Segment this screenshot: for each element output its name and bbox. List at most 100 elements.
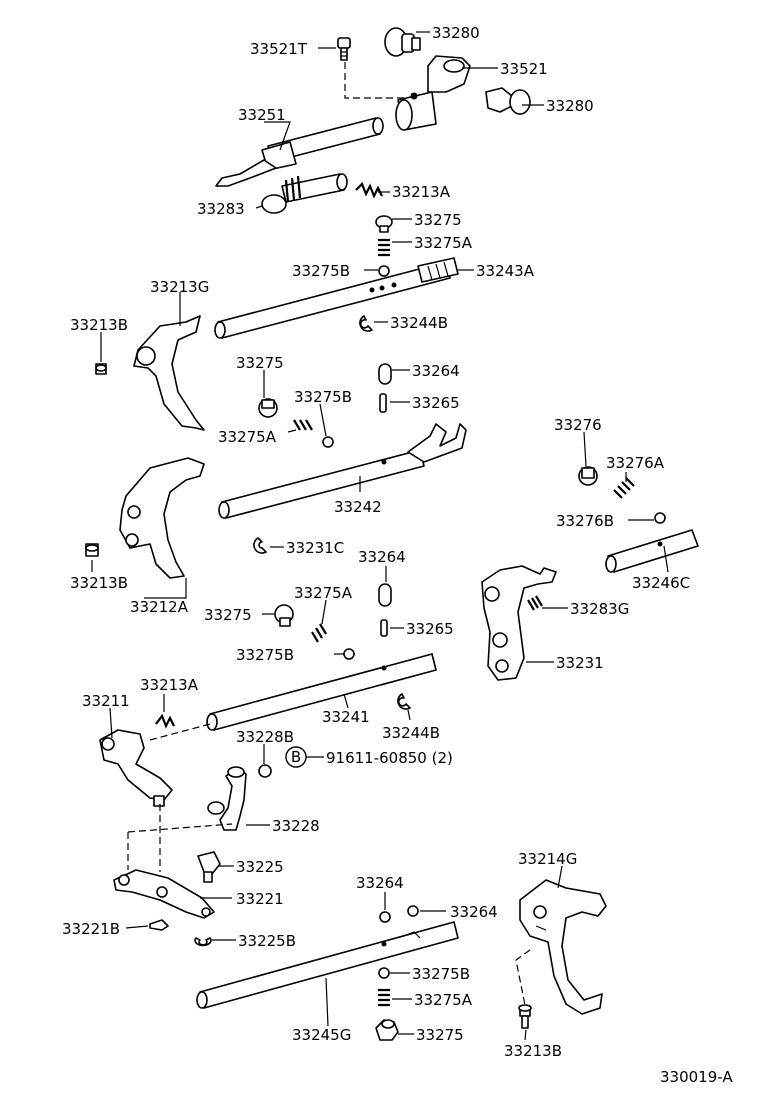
bolt-33276 [578,466,598,486]
pin-33265-upper [379,393,387,413]
label-l18: 33265 [412,394,460,412]
label-l45: 33264 [356,874,404,892]
label-l52: 33275 [416,1026,464,1044]
label-l28: 33212A [130,598,189,616]
shift-fork-33213g [133,315,205,431]
label-l31: 33283G [570,600,629,618]
pin-33265-mid [380,619,388,637]
part-labels: 33521T 33280 33521 33280 33251 33213A 33… [62,24,733,1086]
snap-ring-33231c [253,537,267,554]
shift-fork-33212a [119,457,205,579]
spring-33275a-upper [378,238,390,257]
label-l44: 33221 [236,890,284,908]
label-l19: 33275A [218,428,277,446]
label-l23: 33276B [556,512,614,530]
label-l16: 33264 [412,362,460,380]
bolt-33213b-a [95,363,107,375]
pin-33264-mid [378,583,392,607]
ball-33275b-low [343,648,355,660]
label-l17: 33275B [294,388,352,406]
ball-33275b-upper [378,265,390,277]
label-l38: 33244B [382,724,440,742]
label-l27: 33246C [632,574,690,592]
shift-rail-33245g [196,921,459,1009]
label-l21: 33276A [606,454,665,472]
label-l33: 33275B [236,646,294,664]
label-l34: 33231 [556,654,604,672]
bolt-33275-upper [375,215,393,233]
label-l51: 33245G [292,1026,351,1044]
ball-33276b [654,512,666,524]
label-l37: 33241 [322,708,370,726]
label-l40: 91611-60850 (2) [326,749,453,767]
bolt-33275-bottom [375,1019,399,1041]
label-l39: 33228B [236,728,294,746]
shift-head-33521 [395,55,471,131]
bolt-33275-mid [258,398,278,418]
label-l02: 33280 [432,24,480,42]
label-l14: 33213B [70,316,128,334]
bolt-33521t [337,37,351,61]
label-l05: 33251 [238,106,286,124]
label-l43: 33214G [518,850,577,868]
pin-33283g [527,595,543,611]
spring-33275a-low [311,623,327,643]
label-l53: 33213B [504,1042,562,1060]
label-l01: 33521T [250,40,308,58]
label-l32: 33265 [406,620,454,638]
label-l06: 33213A [392,183,451,201]
spring-33213a-top [355,182,383,199]
plug-33280-top [384,27,421,57]
shift-rail-33242 [218,423,467,519]
label-l48: 33225B [238,932,296,950]
label-l47: 33221B [62,920,120,938]
label-l42: 33225 [236,858,284,876]
reference-badge-letter: B [291,748,301,766]
label-l50: 33275A [414,991,473,1009]
reference-number: 330019-A [660,1068,733,1086]
shift-block-33231 [481,565,557,681]
leader-lines [91,31,669,1041]
label-l26: 33213B [70,574,128,592]
label-l15: 33275 [236,354,284,372]
clip-33225b [194,937,212,947]
snap-ring-33244b-upper [359,315,373,332]
spring-33275a-bottom [378,988,390,1007]
label-l10: 33275B [292,262,350,280]
shoe-33225 [197,851,221,883]
plug-33280-right [485,87,531,115]
label-l49: 33275B [412,965,470,983]
label-l08: 33275 [414,211,462,229]
pin-33221b [149,919,169,931]
label-l30: 33275A [294,584,353,602]
label-l12: 33213G [150,278,209,296]
spring-33213a-low [155,713,175,729]
shift-shaft-33251 [215,117,384,187]
ball-33264-b [407,905,419,917]
shift-rail-33243a [214,257,459,339]
ball-33275b-mid [322,436,334,448]
lever-33228 [207,766,247,831]
snap-ring-33244b-low [397,693,411,710]
bolt-33213b-b [85,543,99,557]
spring-33275a-mid [293,419,313,431]
label-l22: 33242 [334,498,382,516]
spring-33276a [613,477,635,499]
bolt-33275-low [274,604,294,627]
label-l04: 33280 [546,97,594,115]
label-l35: 33211 [82,692,130,710]
label-l03: 33521 [500,60,548,78]
reference-badge: B [285,746,307,768]
ball-33228b [258,764,272,778]
label-l46: 33264 [450,903,498,921]
label-l20: 33276 [554,416,602,434]
label-l36: 33213A [140,676,199,694]
pin-33264-upper [378,363,392,385]
label-l25: 33264 [358,548,406,566]
shift-fork-33214g [519,879,607,1015]
pin-33246c [605,529,699,573]
label-l07: 33283 [197,200,245,218]
ball-33275b-bottom [378,967,390,979]
label-l29: 33275 [204,606,252,624]
